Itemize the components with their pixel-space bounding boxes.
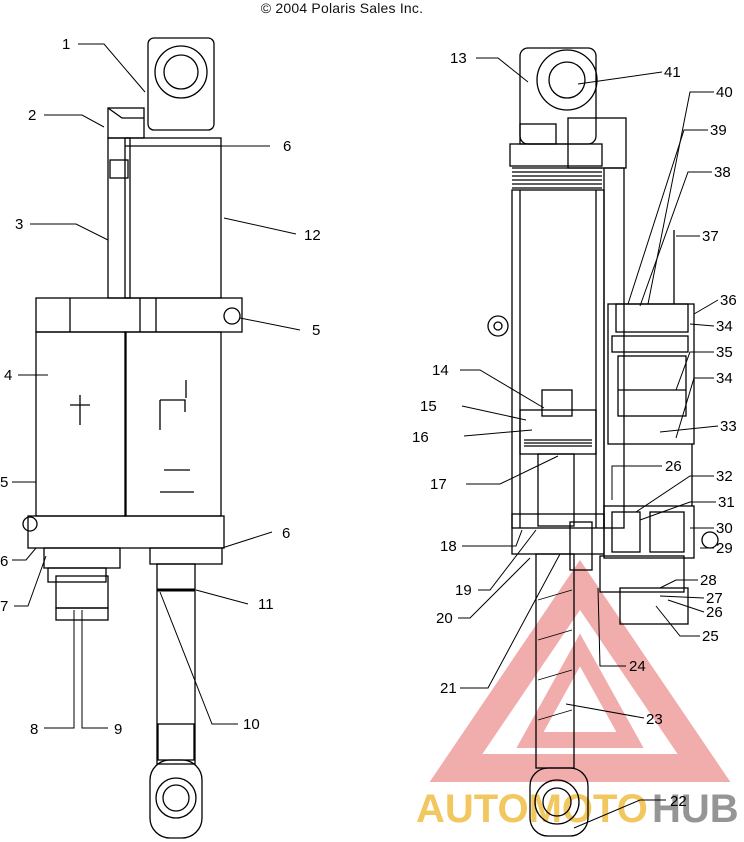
label-23: 23 [646, 711, 663, 728]
bottom-eyelet-inner [162, 784, 190, 812]
label-35: 35 [716, 344, 733, 361]
label-14: 14 [432, 362, 449, 379]
left-shock-exterior [22, 37, 243, 839]
label-39: 39 [710, 122, 727, 139]
compression-adjuster [603, 505, 695, 559]
label-30: 30 [716, 520, 733, 537]
label-16: 16 [412, 429, 429, 446]
watermark-word-hub: HUB [652, 787, 739, 831]
top-eyelet-body [147, 37, 215, 131]
cutaway-top-cap [509, 143, 603, 167]
label-5-lower: 5 [0, 474, 8, 491]
shim-stack [524, 439, 592, 447]
cutaway-bottom-eyelet-outer [534, 779, 580, 825]
adjuster-body [599, 555, 685, 593]
label-34-upper: 34 [716, 318, 733, 335]
label-11: 11 [258, 596, 274, 613]
piston-shaft [156, 563, 196, 765]
label-10: 10 [243, 716, 260, 733]
label-22: 22 [670, 793, 687, 810]
label-38: 38 [714, 164, 731, 181]
label-24: 24 [629, 658, 646, 675]
label-13: 13 [450, 50, 467, 67]
label-34-lower: 34 [716, 370, 733, 387]
top-threads [512, 167, 602, 189]
cutaway-shaft-upper [537, 453, 575, 527]
label-7: 7 [0, 598, 8, 615]
label-4: 4 [4, 367, 12, 384]
cutaway-reservoir-fitting [567, 117, 627, 169]
reservoir-hose [107, 137, 131, 299]
label-6-right: 6 [282, 525, 290, 542]
label-8: 8 [30, 721, 38, 738]
lower-clamp-band [27, 515, 225, 549]
watermark-logo: AUTOMOTO HUB [416, 560, 739, 831]
label-6-left: 6 [0, 553, 8, 570]
reservoir-clamp-band [35, 297, 243, 333]
watermark-triangle [429, 560, 731, 782]
piston-nut [541, 389, 573, 417]
label-5-upper: 5 [312, 322, 320, 339]
reservoir-valve [55, 575, 109, 609]
reservoir-cap [43, 547, 121, 569]
copyright-notice: © 2004 Polaris Sales Inc. [260, 0, 424, 16]
label-9: 9 [114, 721, 122, 738]
label-31: 31 [718, 494, 735, 511]
cutaway-seal-head [511, 513, 605, 555]
label-1: 1 [62, 36, 70, 53]
cutaway-bottom-eyelet-body [529, 767, 589, 837]
cutaway-bottom-eyelet-inner [542, 787, 572, 817]
adjuster-knob [619, 587, 689, 625]
label-29: 29 [716, 540, 733, 557]
right-shock-cutaway [487, 47, 719, 837]
label-28: 28 [700, 572, 717, 589]
main-cylinder-lower [124, 331, 222, 517]
reservoir-body [35, 331, 127, 517]
reservoir-housing [607, 303, 695, 445]
label-6-top: 6 [283, 138, 291, 155]
label-41: 41 [664, 64, 681, 81]
label-2: 2 [28, 107, 36, 124]
label-37: 37 [702, 228, 719, 245]
label-27: 27 [706, 590, 723, 607]
cutaway-top-eyelet-inner [548, 61, 586, 99]
bottom-eyelet-body [149, 759, 203, 839]
left-leader-lines [12, 43, 301, 729]
cutaway-main-tube [511, 189, 605, 529]
label-25: 25 [702, 628, 719, 645]
label-3: 3 [15, 216, 23, 233]
right-leader-lines [458, 57, 719, 829]
bottom-eyelet-outer [155, 777, 197, 819]
label-32: 32 [716, 468, 733, 485]
label-21: 21 [440, 680, 457, 697]
label-17: 17 [430, 476, 447, 493]
cutaway-side-eye [487, 315, 509, 337]
shaft-hatching [537, 589, 573, 721]
label-20: 20 [436, 610, 453, 627]
top-eyelet-inner [163, 54, 199, 90]
label-15: 15 [420, 398, 437, 415]
floating-piston [617, 355, 687, 417]
label-36: 36 [720, 292, 737, 309]
reservoir-cap-cutaway [615, 303, 689, 333]
label-33: 33 [720, 418, 737, 435]
part-labels: 1 2 3 4 5 5 6 6 6 7 8 9 10 11 12 13 14 1… [0, 36, 737, 810]
label-26-upper: 26 [665, 458, 682, 475]
watermark-inner-triangle [516, 633, 644, 748]
label-26-lower: 26 [706, 604, 723, 621]
cutaway-top-eyelet-outer [536, 49, 598, 111]
label-12: 12 [304, 227, 321, 244]
shaft-nut [157, 723, 195, 761]
seal-head [149, 547, 223, 565]
label-19: 19 [455, 582, 472, 599]
reservoir-tube [603, 167, 625, 529]
label-18: 18 [440, 538, 457, 555]
clamp-screw [223, 307, 241, 325]
watermark-word-automoto: AUTOMOTO [416, 787, 648, 831]
top-eyelet-outer [154, 45, 208, 99]
main-cylinder-upper [124, 137, 222, 299]
label-40: 40 [716, 84, 733, 101]
